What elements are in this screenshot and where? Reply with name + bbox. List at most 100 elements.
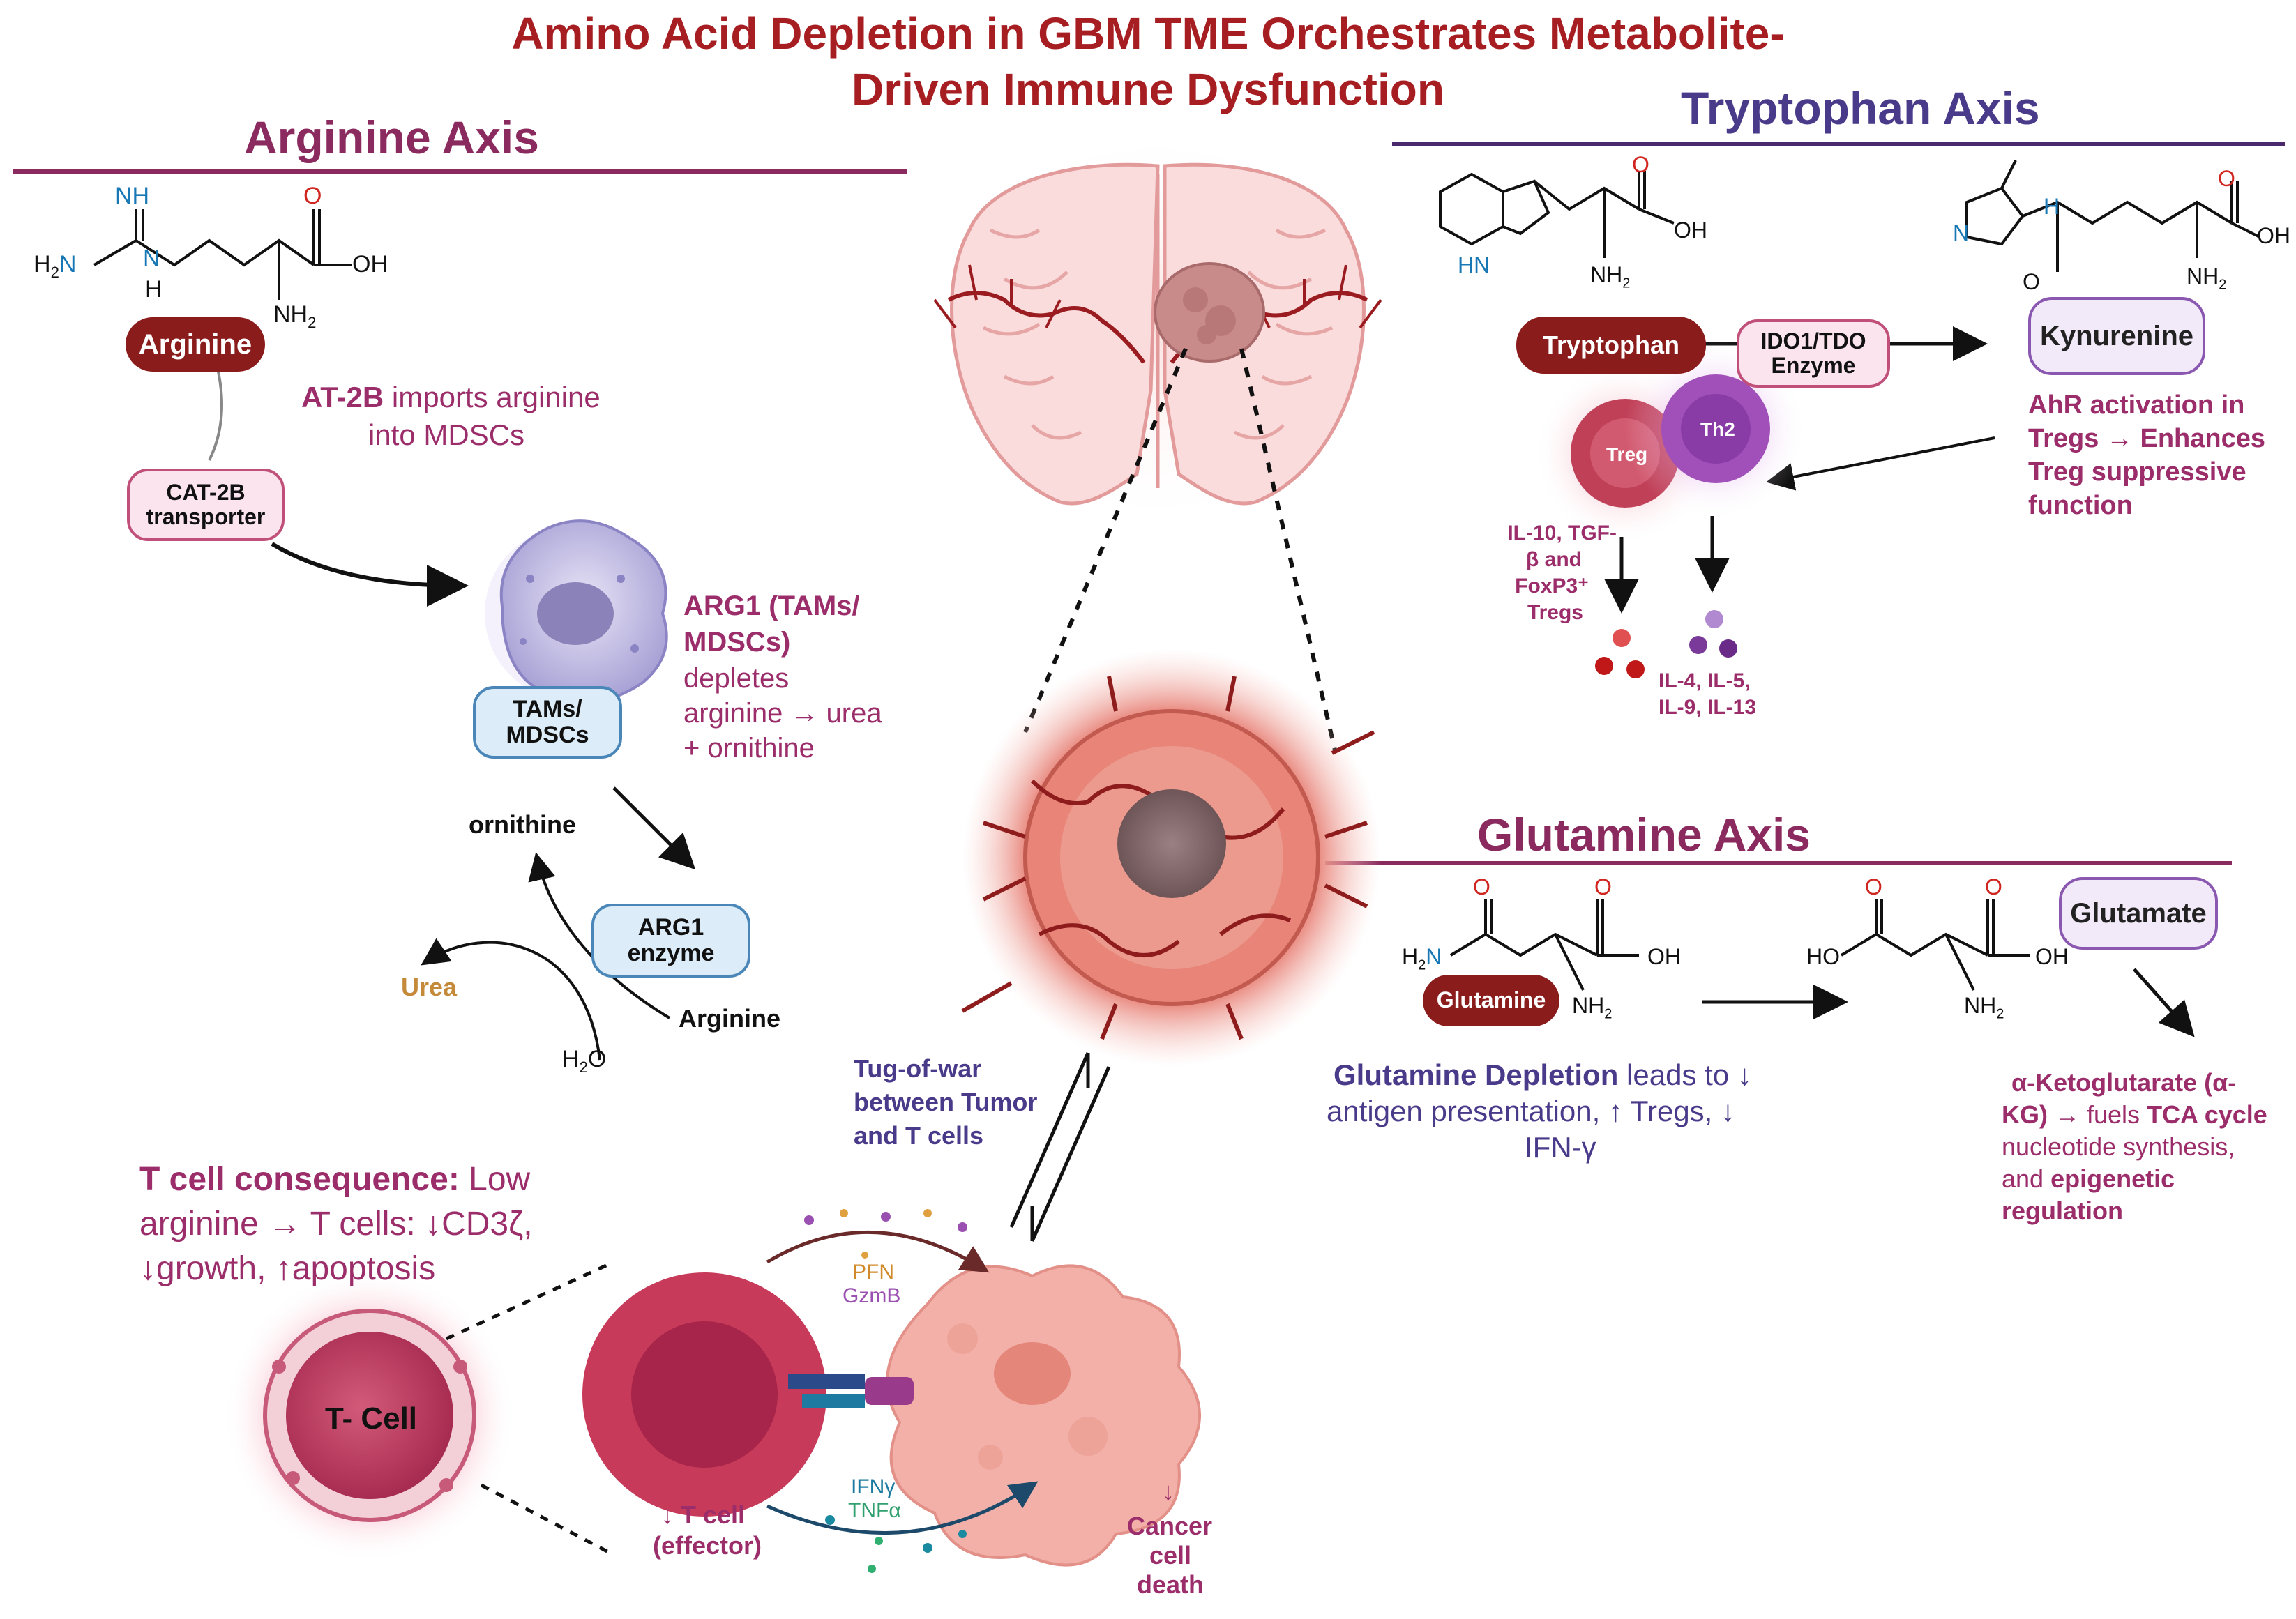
treg-output-line3: FoxP3⁺ [1515,575,1589,598]
glutamine-h2n: H2N [1402,944,1442,973]
glutamine-nh2: NH2 [1572,993,1613,1022]
arginine-axis-heading: Arginine Axis [244,112,539,163]
glutamate-pill: Glutamate [2059,877,2218,950]
tryptophan-oh: OH [1674,218,1707,243]
glutamine-o1: O [1473,874,1490,899]
tam-mdsc-cell [485,519,668,704]
kynurenine-o: O [2218,166,2235,191]
arg1-line3: depletes [683,663,790,694]
kynurenine-to-cells-arrow [1766,436,1995,491]
urea-label: Urea [401,973,458,1001]
glutamine-o2: O [1594,874,1612,899]
water-label: H2O [562,1046,607,1076]
cat2b-to-macrophage-arrow [271,542,469,607]
arginine-o: O [303,183,322,209]
death-line1: Cancer [1127,1512,1213,1540]
arg1-line5: + ornithine [683,733,815,763]
arg1-line4: arginine → urea [683,698,882,729]
tcell-dash-top [445,1260,615,1341]
page-title-line1: Amino Acid Depletion in GBM TME Orchestr… [511,8,1785,59]
glutamate-nh2: NH2 [1964,993,2004,1022]
arginine-n: N [143,245,160,272]
depletion-line2: antigen presentation, ↑ Tregs, ↓ [1327,1095,1736,1127]
arginine-nh: NH [115,183,150,209]
death-arrow: ↓ [1162,1477,1175,1505]
tryptophan-nh2: NH2 [1590,262,1631,291]
treg-label: Treg [1606,443,1648,465]
treg-cytokines [1595,629,1645,678]
ahr-line3: Treg suppressive [2028,457,2246,487]
arg1-line1: ARG1 (TAMs/ [683,591,860,621]
effector-t-cell [582,1272,826,1517]
at2b-import-text-line2: into MDSCs [368,418,525,451]
tug-line1: Tug-of-war [854,1054,982,1083]
arginine-structure [93,209,352,300]
glutamine-axis-heading: Glutamine Axis [1477,809,1811,860]
tryptophan-o: O [1632,152,1649,177]
arginine-to-cat2b-line [208,362,223,461]
kynurenine-pill: Kynurenine [2028,297,2205,375]
gzmb-label: GzmB [843,1284,901,1307]
kynurenine-nh: H [2044,194,2060,219]
tcell-consequence-line3: ↓growth, ↑apoptosis [139,1250,436,1287]
tcell-consequence-line1: T cell consequence: Low [139,1161,531,1198]
at2b-import-text: AT-2B imports arginine [301,381,601,413]
tug-line3: and T cells [854,1121,984,1150]
kynurenine-structure [1965,160,2260,272]
ifng-label: IFNγ [851,1475,896,1498]
death-line3: death [1137,1570,1204,1599]
tcell-label: T- Cell [325,1401,418,1436]
death-line2: cell [1149,1541,1192,1569]
akg-line4: and epigenetic [2002,1164,2175,1193]
ahr-line2: Tregs → Enhances [2028,424,2266,453]
page-title-line2: Driven Immune Dysfunction [852,64,1444,114]
kynurenine-o-bottom: O [2023,269,2040,294]
treg-output-line2: β and [1526,548,1582,571]
glutamate-to-akg-arrow [2133,968,2195,1037]
th2-label: Th2 [1700,418,1735,440]
tryptophan-structure [1439,171,1675,258]
tryptophan-pill: Tryptophan [1516,317,1706,374]
arginine-h2n: H2N [33,251,77,281]
arg1-line2: MDSCs) [683,627,791,658]
glutamate-ho: HO [1806,944,1840,969]
equilibrium-arrows [1009,1051,1111,1242]
kynurenine-nh2: NH2 [2187,264,2227,293]
tcr-receptor [788,1374,914,1408]
cancer-cell [886,1264,1201,1567]
th2-output-line1: IL-4, IL-5, [1659,669,1751,692]
ifng-tnfa-arrow [766,1481,1039,1535]
arginine-nh2: NH2 [273,301,317,331]
depletion-line3: IFN-γ [1525,1131,1596,1164]
glutamate-oh: OH [2035,944,2069,969]
tnfa-label: TNFα [848,1499,901,1522]
arginine-pill: Arginine [126,317,265,372]
cytokine-dots-bottom [825,1515,967,1573]
kynurenine-n: N [1953,220,1970,245]
treg-output-line4: Tregs [1527,601,1583,624]
effector-line2: (effector) [653,1531,762,1560]
ahr-line4: function [2028,491,2133,520]
tug-line2: between Tumor [854,1088,1038,1116]
arg1-cycle-arc [528,852,671,1019]
ornithine-label: ornithine [469,810,576,839]
arginine-substrate-label: Arginine [679,1004,781,1033]
th2-cytokines [1689,610,1737,658]
tam-mdsc-label: TAMs/MDSCs [473,686,622,759]
glutamate-o1: O [1865,874,1882,899]
akg-line2: KG) → fuels TCA cycle [2002,1100,2267,1129]
pfn-gzmb-arrow [766,1230,990,1273]
glutamate-o2: O [1985,874,2002,899]
arginine-h: H [145,276,163,303]
akg-line5: regulation [2002,1196,2124,1225]
tryptophan-hn: HN [1458,252,1490,278]
glutamine-oh: OH [1647,944,1681,969]
glutamine-pill: Glutamine [1423,975,1559,1026]
pfn-label: PFN [852,1261,894,1284]
akg-line3: nucleotide synthesis, [2002,1132,2235,1161]
th2-output-line2: IL-9, IL-13 [1659,696,1757,719]
tcell-consequence-line2: arginine → T cells: ↓CD3ζ, [139,1206,533,1242]
